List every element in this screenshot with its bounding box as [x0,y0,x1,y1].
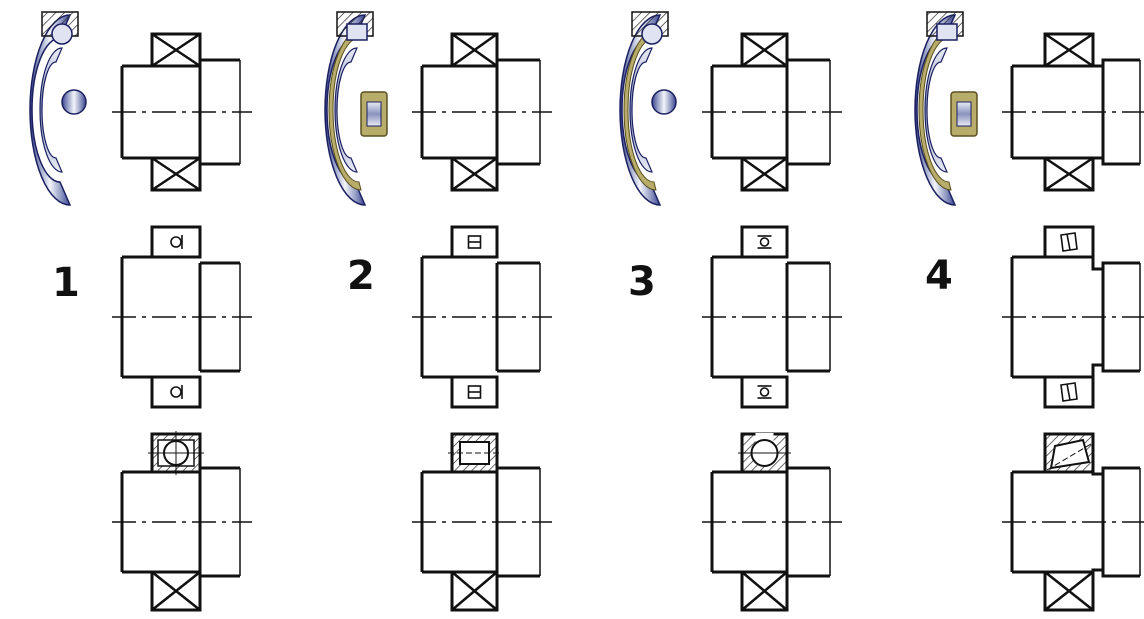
bearing-cross [151,571,201,611]
ball [651,89,677,115]
outer-ring [29,14,72,206]
bearing-bottom [450,156,499,192]
ball-bearing-cutaway-icon [29,11,87,206]
bearing-top [150,32,202,68]
bearing-cross [741,571,788,611]
bearing-bottom [1043,570,1095,612]
outer-ring [324,14,367,206]
tapered-roller-bearing-cutaway-icon [914,11,978,206]
inner-ring [629,47,653,173]
bearing-top [738,432,791,474]
assembly-r2-c4 [1002,225,1144,409]
shaft-shoulder [1091,363,1140,377]
inner-ring [39,47,63,173]
assembly-r1-c1 [112,32,252,192]
bearing-bottom [450,570,499,612]
ball-symbol [170,386,182,398]
bearing-top [148,431,204,475]
bearing-top [450,32,499,68]
bearing-box [1043,225,1095,259]
bearing-bottom [150,375,202,409]
assembly-r3-c2 [412,432,552,612]
bearing-cross [1044,156,1094,192]
ball [641,23,663,45]
bearing-cross [741,156,788,192]
double-row-spherical-bearing-cutaway-icon [619,11,677,206]
bearing-box [740,375,789,409]
bearing-box [150,225,202,259]
bearing-cross [151,32,201,68]
roller [366,101,382,127]
bearing-cross [1044,571,1094,611]
inner-ring [334,47,358,173]
shaft-shoulder [1093,156,1140,166]
cage [623,29,657,191]
assembly-r3-c3 [702,432,842,612]
bearing-bottom [1043,156,1095,192]
ball-symbol [759,237,770,247]
bearing-number-1: 1 [52,260,80,306]
bearing-top [150,225,202,259]
bearing-bottom [740,375,789,409]
tapered-roller-symbol [1060,382,1078,402]
ball-symbol [759,387,770,397]
bearing-top [1043,32,1095,68]
bearing-cross [151,156,201,192]
cage [328,29,362,191]
bearing-box [150,375,202,409]
bearing-number-3: 3 [628,259,656,305]
bearing-box [740,225,789,259]
bearing-bottom [1043,375,1095,409]
bearing-cross [741,32,788,68]
assembly-r3-c4 [1002,432,1144,612]
shaft-shoulder [1091,568,1140,578]
bearing-box [1043,375,1095,409]
assembly-r2-c2 [412,225,552,409]
bearing-bottom [150,570,202,612]
assembly-r1-c3 [702,32,842,192]
bearing-cross [451,32,498,68]
bearing-top [1043,432,1095,474]
bearing-bottom [150,156,202,192]
ball [51,23,73,45]
shaft-shoulder [1093,58,1140,68]
bearing-top [740,225,789,259]
tapered-roller [1049,438,1091,470]
bearing-bottom [450,375,499,409]
bearing-top [450,225,499,259]
bearing-number-2: 2 [347,253,375,299]
bearing-top [448,432,501,474]
cylindrical-roller-bearing-cutaway-icon [324,11,388,206]
tapered-roller-symbol [1066,233,1071,251]
shaft-shoulder [1091,466,1140,476]
tapered-roller-symbol [1060,232,1078,252]
bearing-cross [1044,32,1094,68]
bearing-cross [451,156,498,192]
tapered-roller-symbol [1066,383,1071,401]
bearing-top [740,32,789,68]
assembly-r3-c1 [112,431,252,612]
roller [936,23,958,41]
ball-symbol [170,236,182,248]
assembly-r1-c4 [1002,32,1144,192]
assembly-r2-c1 [112,225,252,409]
ball [61,89,87,115]
assembly-r2-c3 [702,225,842,409]
bearing-number-4: 4 [925,253,953,299]
roller [346,23,368,41]
assembly-r1-c2 [412,32,552,192]
inner-ring [924,47,948,173]
bearing-bottom [740,570,789,612]
roller [956,101,972,127]
outer-ring [914,14,957,206]
outer-ring [619,14,662,206]
shaft-shoulder [1091,257,1140,271]
bearing-bottom [740,156,789,192]
bearing-top [1043,225,1095,259]
bearing-cross [451,571,498,611]
cage [918,29,952,191]
